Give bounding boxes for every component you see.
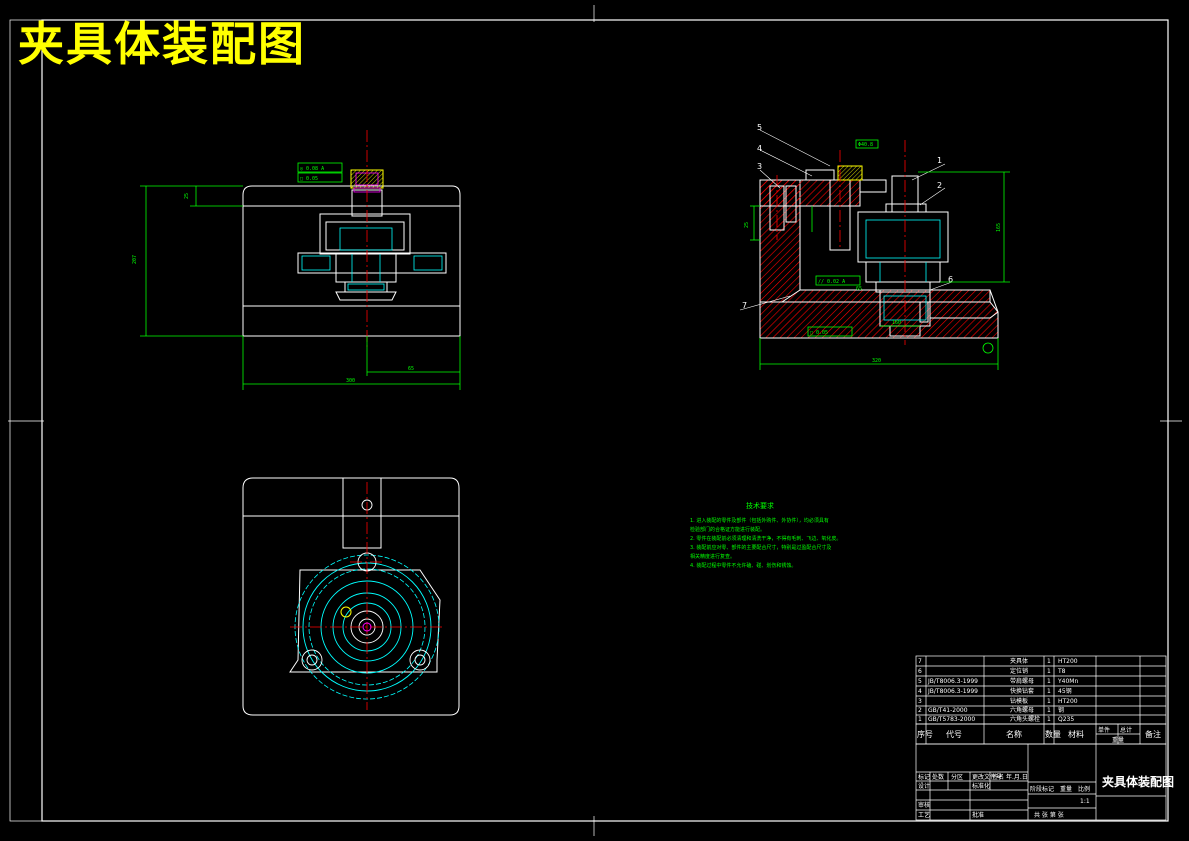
part-no: 4 [918, 688, 922, 695]
part-name: 钻模板 [1010, 697, 1028, 705]
part-material: T8 [1057, 668, 1066, 675]
side-tolerance-2: □ 0.05 [810, 330, 828, 336]
header-no: 序号 [917, 729, 933, 739]
front-dim-height: 207 [132, 255, 138, 264]
balloon-2: 2 [937, 181, 942, 190]
side-dim-small: 25 [744, 222, 750, 228]
part-name: 六角螺母 [1010, 706, 1034, 714]
label-mark: 标记 [918, 773, 930, 781]
balloon-3: 3 [757, 162, 762, 171]
part-code: GB/T5783-2000 [928, 716, 975, 723]
title-block-name: 夹具体装配图 [1102, 774, 1174, 789]
balloon-5: 5 [757, 123, 762, 132]
side-dim-height: 165 [996, 223, 1002, 232]
part-name: 带肩螺母 [1010, 677, 1034, 685]
side-view: 5 4 3 1 2 6 7 // 0.02 A □ 0.05 Φ40.8 [739, 123, 1010, 370]
label-ratio: 比例 [1078, 785, 1090, 793]
balloon-4: 4 [757, 144, 762, 153]
header-unit-weight: 单件 [1098, 726, 1110, 734]
top-view [242, 477, 460, 716]
side-dim-sub: 160 [892, 320, 901, 326]
front-dim-width: 300 [346, 378, 355, 384]
title-block [915, 743, 1167, 821]
part-qty: 1 [1047, 707, 1051, 714]
part-no: 6 [918, 668, 922, 675]
part-material: 钢 [1058, 706, 1064, 714]
part-no: 2 [918, 707, 922, 714]
header-total-weight: 总计 [1120, 726, 1132, 734]
part-material: 45钢 [1058, 687, 1072, 695]
title-block-labels: 标记 处数 分区 更改文件号 签名 年.月.日 设计 标准化 审核 工艺 批准 … [918, 773, 1174, 819]
label-process: 工艺 [918, 811, 930, 819]
header-qty: 数量 [1045, 729, 1061, 739]
front-dim-top: 25 [184, 193, 190, 199]
label-zone: 分区 [951, 773, 963, 781]
part-material: HT200 [1058, 698, 1078, 705]
parts-rows: 7 夹具体 1 HT200 6 定位销 1 T8 5 JB/T8006.3-19… [918, 657, 1078, 723]
part-code: GB/T41-2000 [928, 707, 968, 714]
front-tolerance-frames [297, 162, 343, 183]
part-qty: 1 [1047, 658, 1051, 665]
tech-requirements: 技术要求 1. 进入装配的零件及部件（包括外购件、外协件），均必须具有 检验部门… [690, 501, 841, 569]
label-review: 审核 [918, 801, 930, 809]
part-code: JB/T8006.3-1999 [927, 688, 978, 695]
part-qty: 1 [1047, 668, 1051, 675]
tech-req-line: 1. 进入装配的零件及部件（包括外购件、外协件），均必须具有 [690, 517, 829, 524]
label-design: 设计 [918, 782, 930, 790]
balloon-6: 6 [948, 275, 953, 284]
part-qty: 1 [1047, 716, 1051, 723]
header-code: 代号 [946, 729, 962, 739]
parts-header: 序号 代号 名称 数量 材料 单件 总计 重量 备注 [917, 726, 1161, 744]
tech-req-line: 相关精度进行复查。 [690, 553, 735, 560]
front-tolerance-2: □ 0.05 [300, 176, 318, 182]
side-tolerance-1: // 0.02 A [818, 279, 845, 285]
side-dim-fit: Φ40.8 [858, 142, 873, 148]
part-material: Q235 [1058, 716, 1074, 723]
part-qty: 1 [1047, 688, 1051, 695]
label-standard: 标准化 [972, 782, 990, 790]
part-name: 夹具体 [1010, 657, 1028, 665]
label-sign: 签名 [992, 773, 1004, 781]
part-no: 3 [918, 698, 922, 705]
header-note: 备注 [1145, 729, 1161, 739]
balloon-1: 1 [937, 156, 942, 165]
label-approve: 批准 [972, 811, 984, 819]
part-qty: 1 [1047, 678, 1051, 685]
side-dim-offset: 65 [856, 286, 862, 292]
tech-req-title: 技术要求 [746, 501, 774, 510]
balloon-7: 7 [742, 301, 747, 310]
part-material: HT200 [1058, 658, 1078, 665]
front-view: ◎ 0.08 A □ 0.05 207 25 300 65 [132, 130, 461, 390]
part-name: 定位销 [1010, 667, 1028, 675]
label-count: 处数 [932, 773, 944, 781]
part-qty: 1 [1047, 698, 1051, 705]
scale-value: 1:1 [1080, 798, 1090, 805]
label-doc: 更改文件号 [972, 773, 1002, 781]
part-name: 快换钻套 [1010, 687, 1034, 695]
tech-req-line: 3. 装配前应对零、部件的主要配合尺寸，特别是过盈配合尺寸及 [690, 544, 831, 551]
part-no: 1 [918, 716, 922, 723]
header-name: 名称 [1006, 729, 1022, 739]
part-code: JB/T8006.3-1999 [927, 678, 978, 685]
tech-req-line: 检验部门的合格证方能进行装配。 [690, 526, 765, 533]
tech-req-line: 4. 装配过程中零件不允许磕、碰、划伤和锈蚀。 [690, 562, 796, 569]
label-weight: 重量 [1060, 785, 1072, 793]
front-tolerance-1: ◎ 0.08 A [300, 166, 324, 172]
header-weight: 重量 [1112, 736, 1124, 744]
sheet-frame [8, 5, 1182, 836]
tech-req-line: 2. 零件在装配前必须清理和清洗干净，不得有毛刺、飞边、氧化皮。 [690, 535, 841, 542]
part-no: 5 [918, 678, 922, 685]
front-dim-offset: 65 [408, 366, 414, 372]
label-date: 年.月.日 [1006, 773, 1028, 781]
drawing-title: 夹具体装配图 [18, 17, 306, 71]
label-stage: 阶段标记 [1030, 785, 1054, 793]
part-material: Y40Mn [1057, 678, 1078, 685]
header-material: 材料 [1068, 729, 1084, 739]
part-name: 六角头螺栓 [1010, 715, 1040, 723]
side-dim-width: 320 [872, 358, 881, 364]
part-no: 7 [918, 658, 922, 665]
label-sheets: 共 张 第 张 [1034, 811, 1064, 819]
